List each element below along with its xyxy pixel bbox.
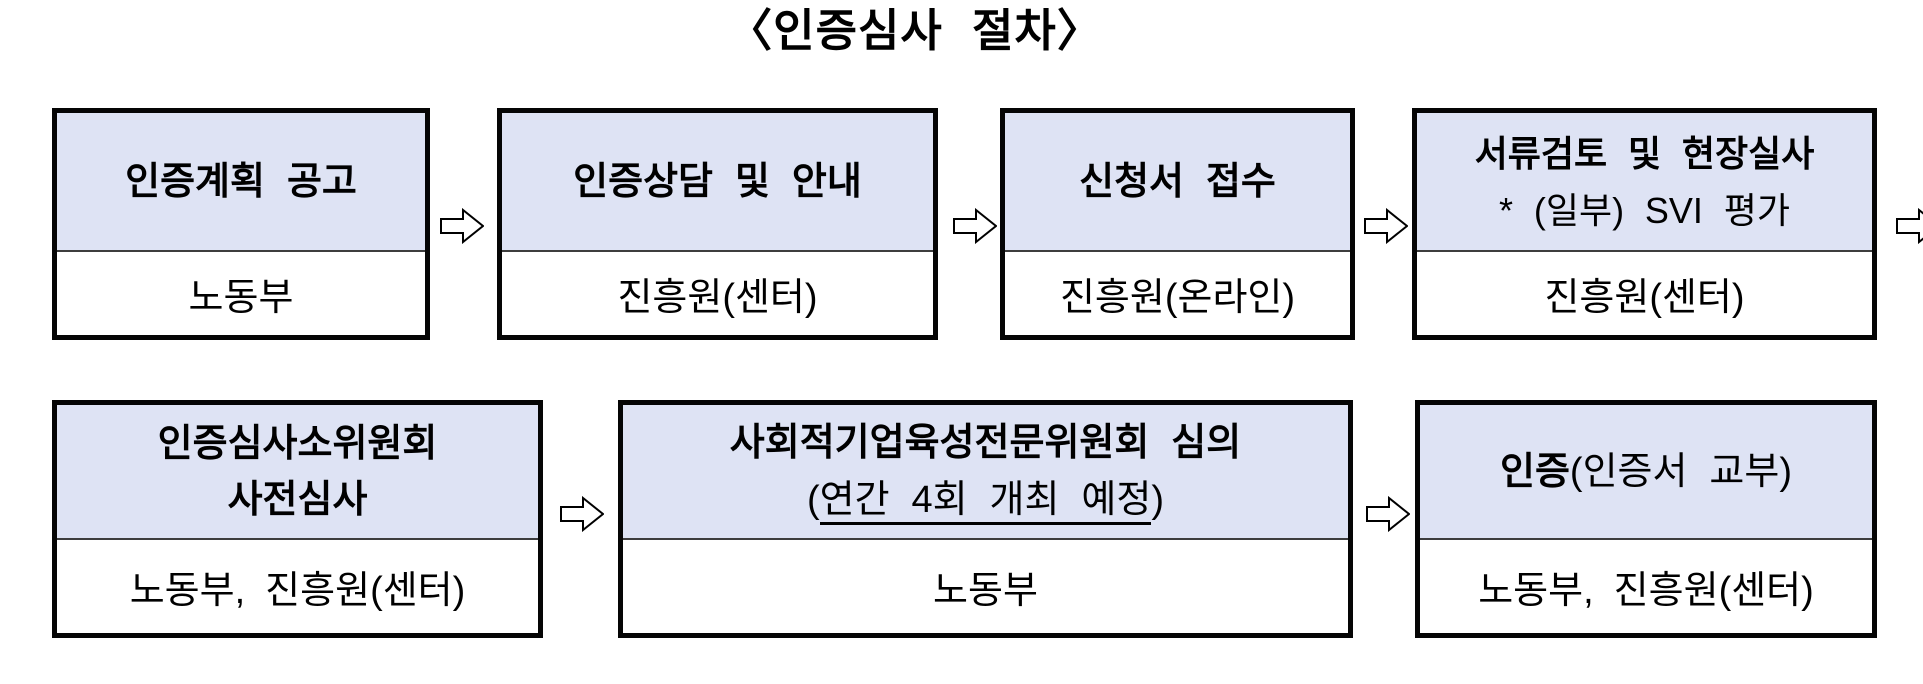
- paren-close: ): [1151, 478, 1165, 521]
- step-title: 인증상담 및 안내: [573, 160, 862, 203]
- right-arrow-icon: [440, 208, 484, 244]
- step-box-certification-plan-notice: 인증계획 공고 노동부: [52, 108, 430, 340]
- certification-bold-text: 인증: [1500, 450, 1570, 493]
- step-header: 서류검토 및 현장실사 * (일부) SVI 평가: [1417, 113, 1872, 252]
- step-title-line2: * (일부) SVI 평가: [1499, 189, 1790, 231]
- step-owner: 노동부, 진흥원(센터): [1420, 540, 1872, 633]
- step-box-certification-consulting: 인증상담 및 안내 진흥원(센터): [497, 108, 938, 340]
- step-title: 인증계획 공고: [125, 160, 357, 203]
- right-arrow-icon: [1366, 496, 1410, 532]
- step-owner: 노동부, 진흥원(센터): [57, 540, 538, 633]
- right-arrow-icon: [1364, 208, 1408, 244]
- step-title: 신청서 접수: [1079, 160, 1276, 203]
- step-title-line1: 사회적기업육성전문위원회 심의: [729, 421, 1242, 464]
- step-header: 사회적기업육성전문위원회 심의 (연간 4회 개최 예정): [623, 405, 1348, 540]
- step-header: 신청서 접수: [1005, 113, 1350, 252]
- step-box-application-submission: 신청서 접수 진흥원(온라인): [1000, 108, 1355, 340]
- right-arrow-icon: [560, 496, 604, 532]
- page-title: 〈인증심사 절차〉: [727, 5, 1103, 56]
- step-title-line1: 인증심사소위원회: [157, 422, 438, 465]
- step-header: 인증계획 공고: [57, 113, 425, 252]
- paren-open: (: [806, 478, 820, 521]
- step-box-certification-issuance: 인증(인증서 교부) 노동부, 진흥원(센터): [1415, 400, 1877, 638]
- right-arrow-icon: [953, 208, 997, 244]
- step-title-line2: (연간 4회 개최 예정): [807, 472, 1164, 529]
- step-title: 인증(인증서 교부): [1500, 444, 1792, 500]
- step-title-line2: 사전심사: [227, 478, 368, 521]
- step-owner: 진흥원(센터): [1417, 252, 1872, 335]
- underlined-schedule-text: 연간 4회 개최 예정: [819, 478, 1152, 525]
- step-owner: 진흥원(센터): [502, 252, 933, 335]
- step-box-document-review-site-inspection: 서류검토 및 현장실사 * (일부) SVI 평가 진흥원(센터): [1412, 108, 1877, 340]
- step-box-subcommittee-pre-review: 인증심사소위원회 사전심사 노동부, 진흥원(센터): [52, 400, 543, 638]
- step-title-line1: 서류검토 및 현장실사: [1474, 132, 1815, 174]
- step-owner: 노동부: [623, 540, 1348, 633]
- step-owner: 노동부: [57, 252, 425, 335]
- step-owner: 진흥원(온라인): [1005, 252, 1350, 335]
- step-header: 인증(인증서 교부): [1420, 405, 1872, 540]
- step-header: 인증심사소위원회 사전심사: [57, 405, 538, 540]
- step-box-expert-committee-deliberation: 사회적기업육성전문위원회 심의 (연간 4회 개최 예정) 노동부: [618, 400, 1353, 638]
- certificate-issuance-text: (인증서 교부): [1569, 450, 1792, 493]
- right-arrow-icon-clipped: [1896, 208, 1923, 244]
- step-header: 인증상담 및 안내: [502, 113, 933, 252]
